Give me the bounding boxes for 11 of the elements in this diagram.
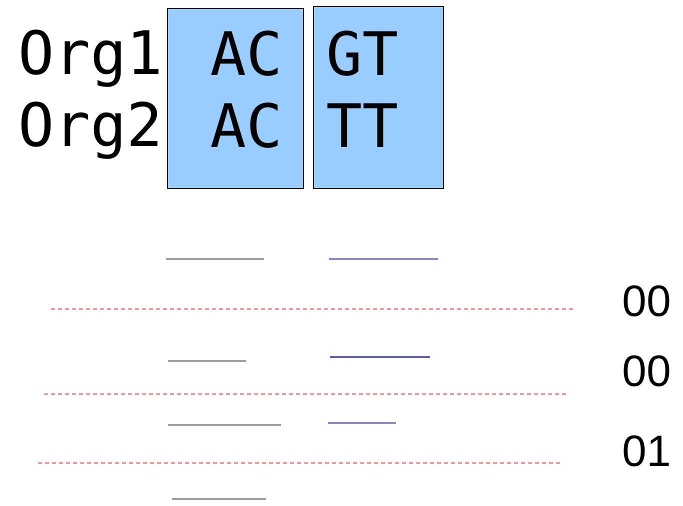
binary-code: 01 xyxy=(622,428,671,476)
sequence-text: AC xyxy=(210,19,282,91)
alignment-column-box xyxy=(313,6,444,189)
organism-label: Org1 xyxy=(18,18,162,90)
sequence-text: AC xyxy=(210,91,282,163)
organism-label: Org2 xyxy=(18,90,162,162)
sequence-text: TT xyxy=(326,91,398,163)
alignment-column-box xyxy=(167,8,304,189)
binary-code: 00 xyxy=(622,278,671,326)
sequence-text: GT xyxy=(326,19,398,91)
binary-code: 00 xyxy=(622,348,671,396)
